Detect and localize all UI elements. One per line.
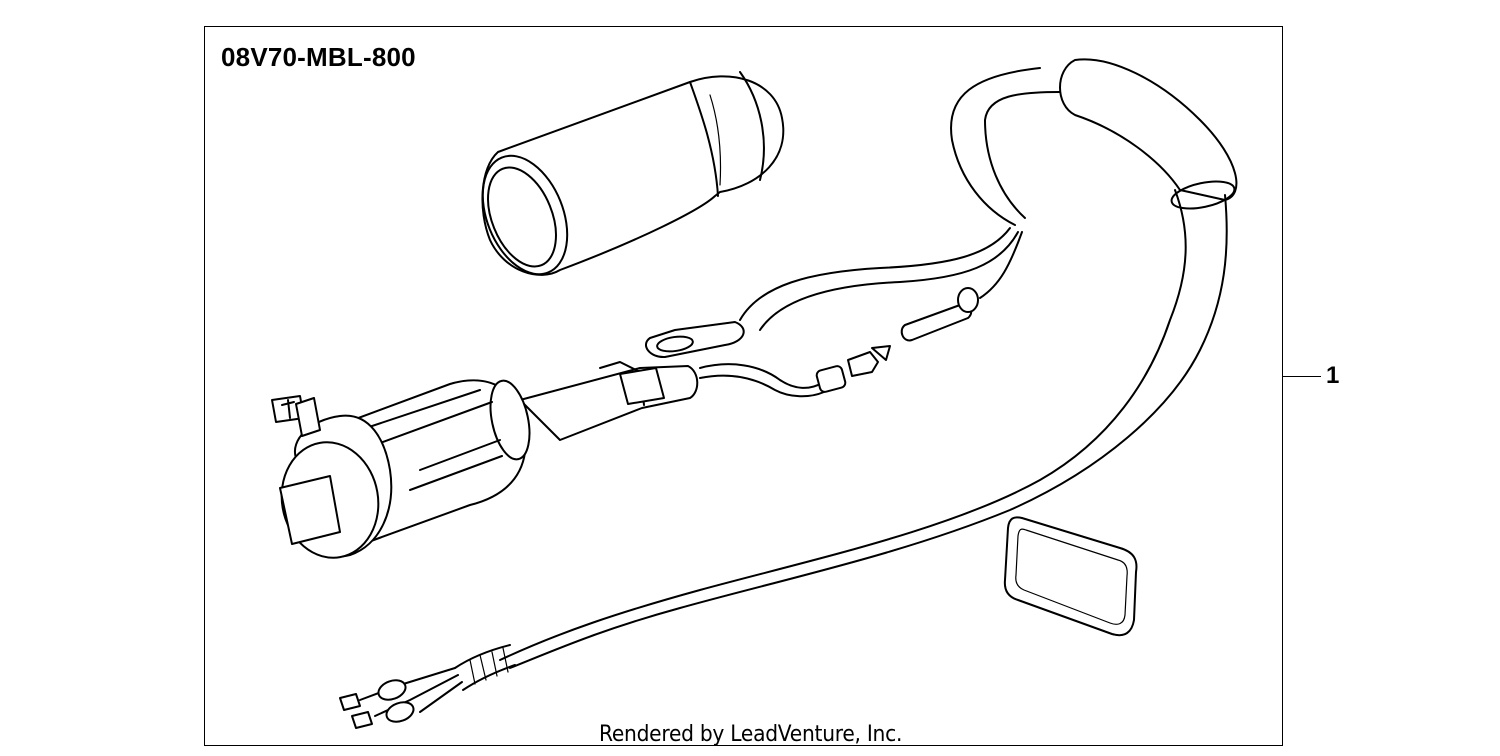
watermark-text: Rendered by LeadVenture, Inc. [599,722,903,747]
hose-part [499,58,1238,669]
socket-assembly-part [271,361,699,559]
diagram-frame [204,26,1283,746]
connector-wires-part [645,227,1023,398]
callout-label-1: 1 [1326,362,1340,389]
wire-leads-part [339,644,516,729]
part-number-label: 08V70-MBL-800 [221,42,416,72]
callout-leader-line [1283,376,1321,377]
sleeve-part [481,71,785,276]
decal-part [1003,516,1138,637]
